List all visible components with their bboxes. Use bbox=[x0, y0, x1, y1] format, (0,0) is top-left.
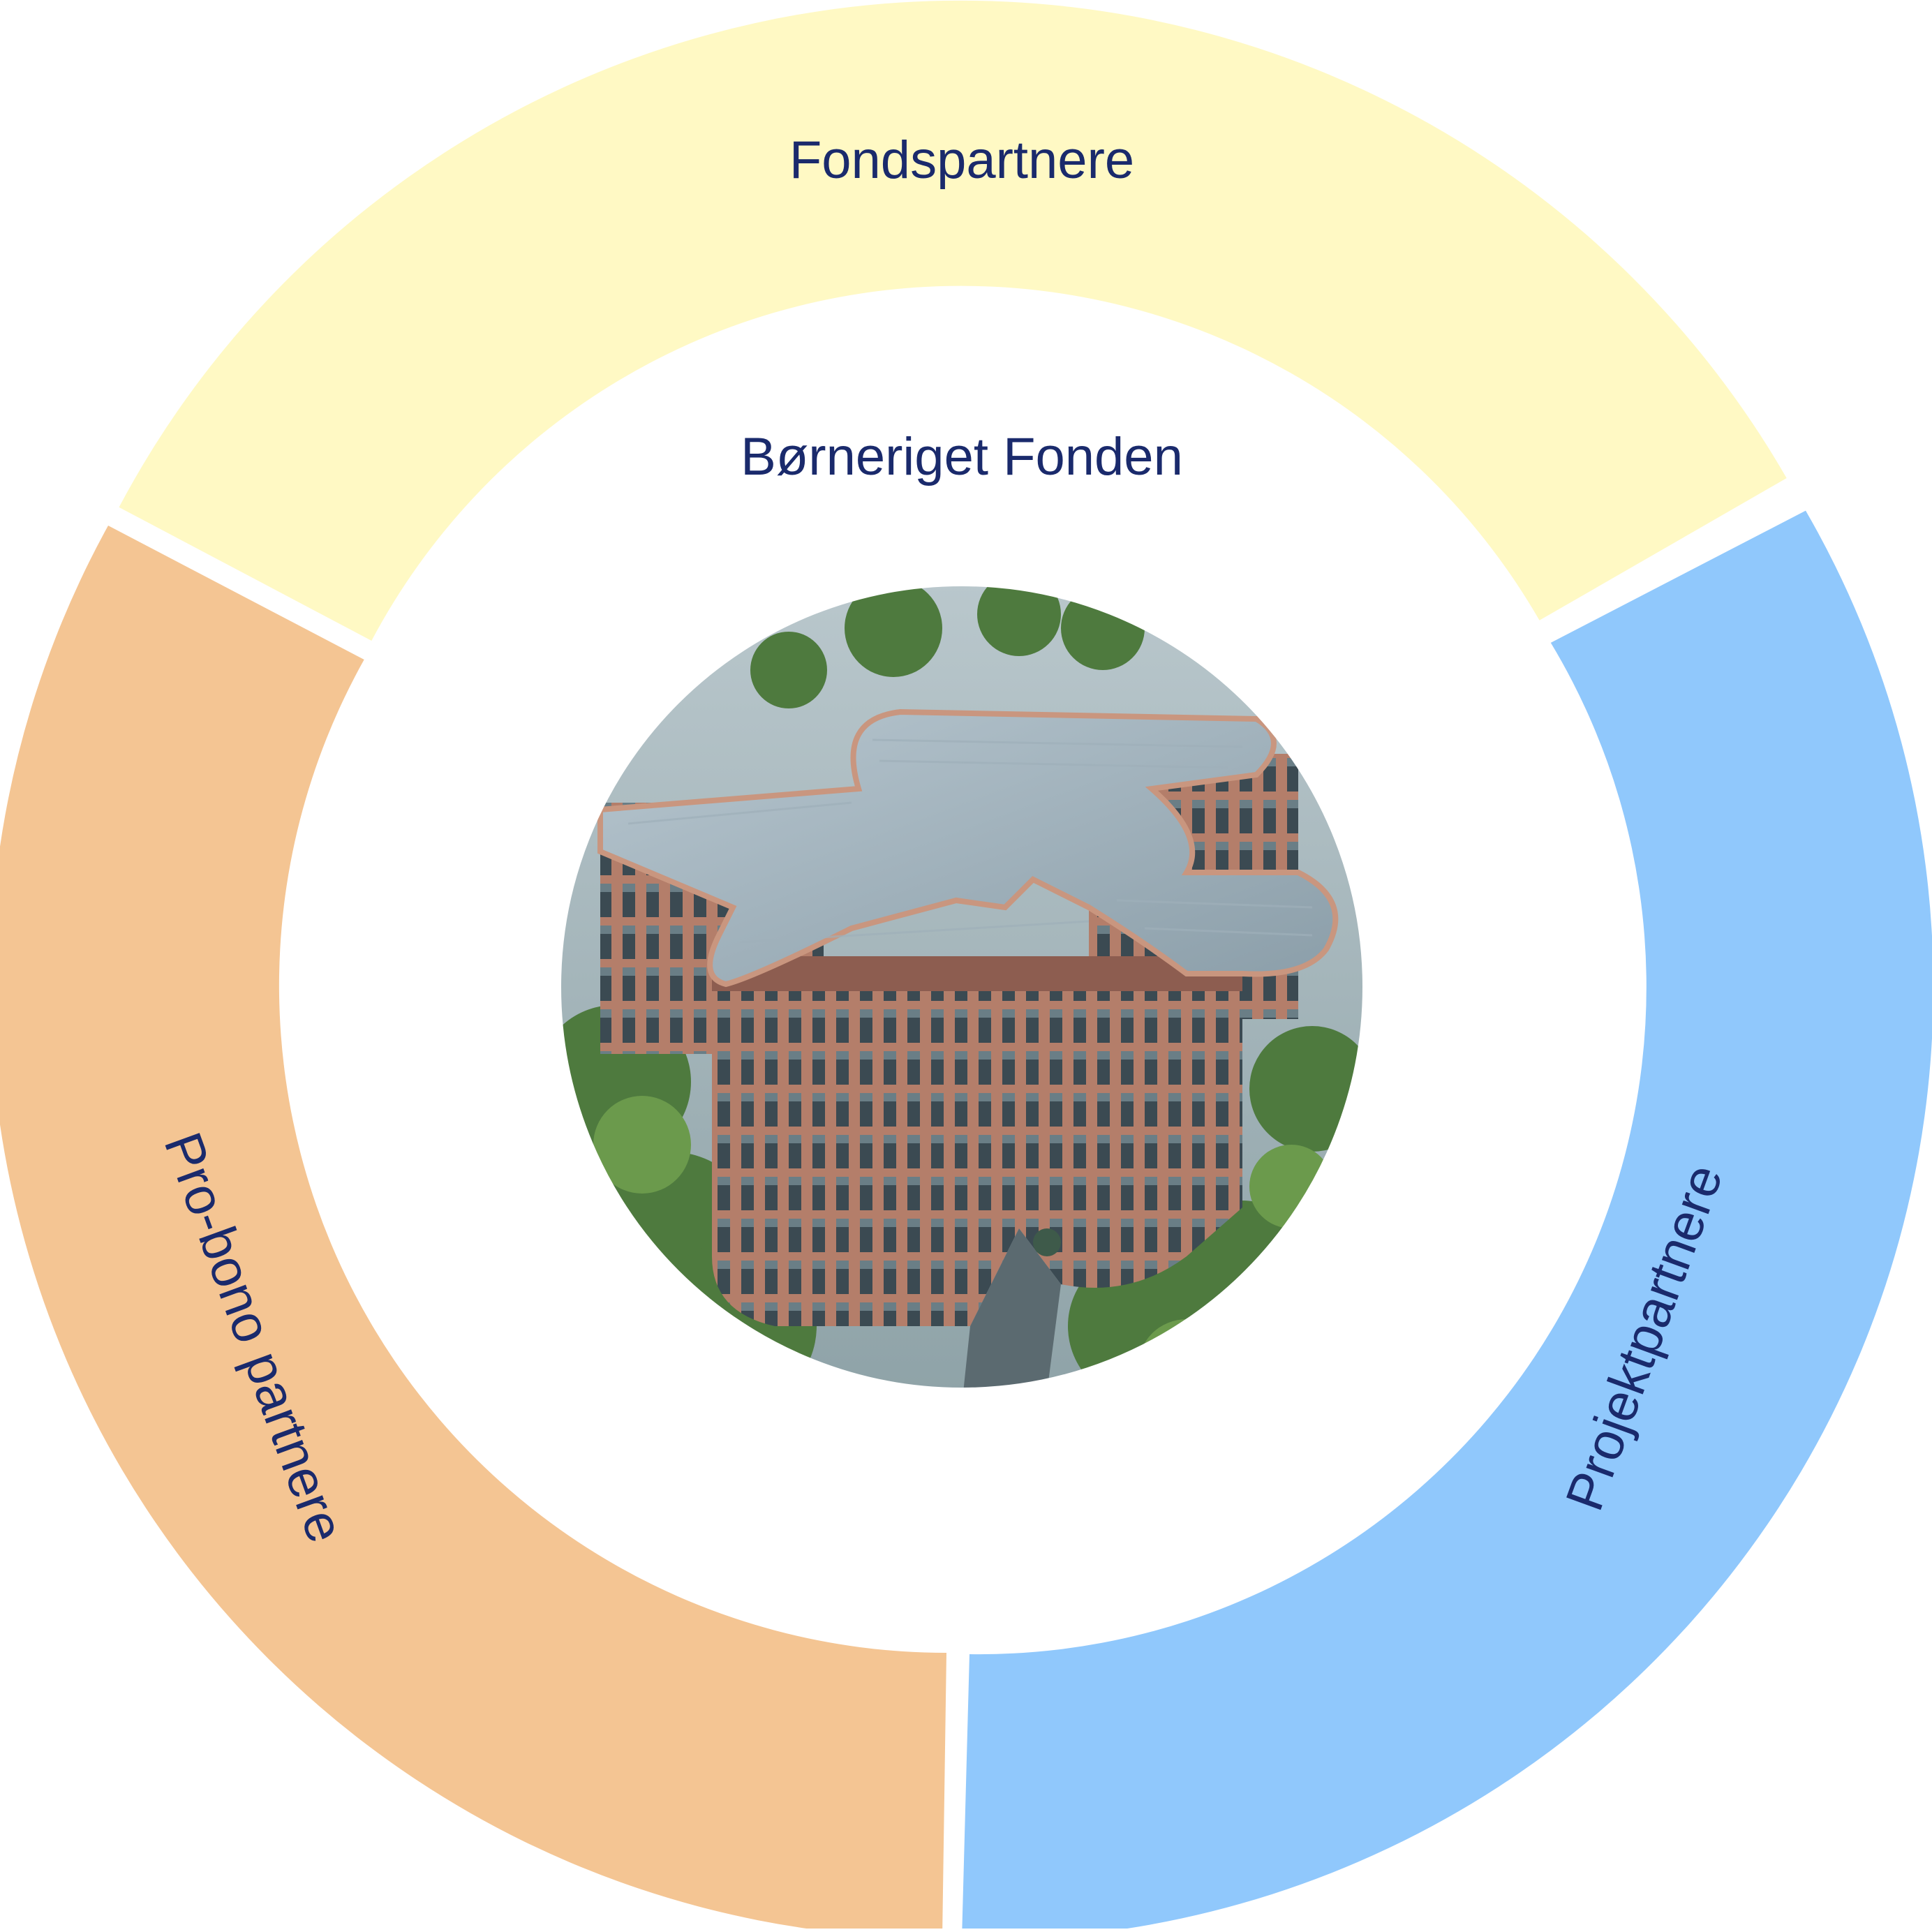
label-fondspartnere: Fondspartnere bbox=[789, 131, 1134, 190]
center-title: Børneriget Fonden bbox=[741, 427, 1183, 486]
building-aerial-photo-icon bbox=[560, 586, 1363, 1388]
segment-fondspartnere bbox=[119, 0, 1787, 641]
segment-pro-bono-partnere bbox=[0, 526, 946, 1932]
segment-projektpartnere bbox=[962, 510, 1932, 1932]
